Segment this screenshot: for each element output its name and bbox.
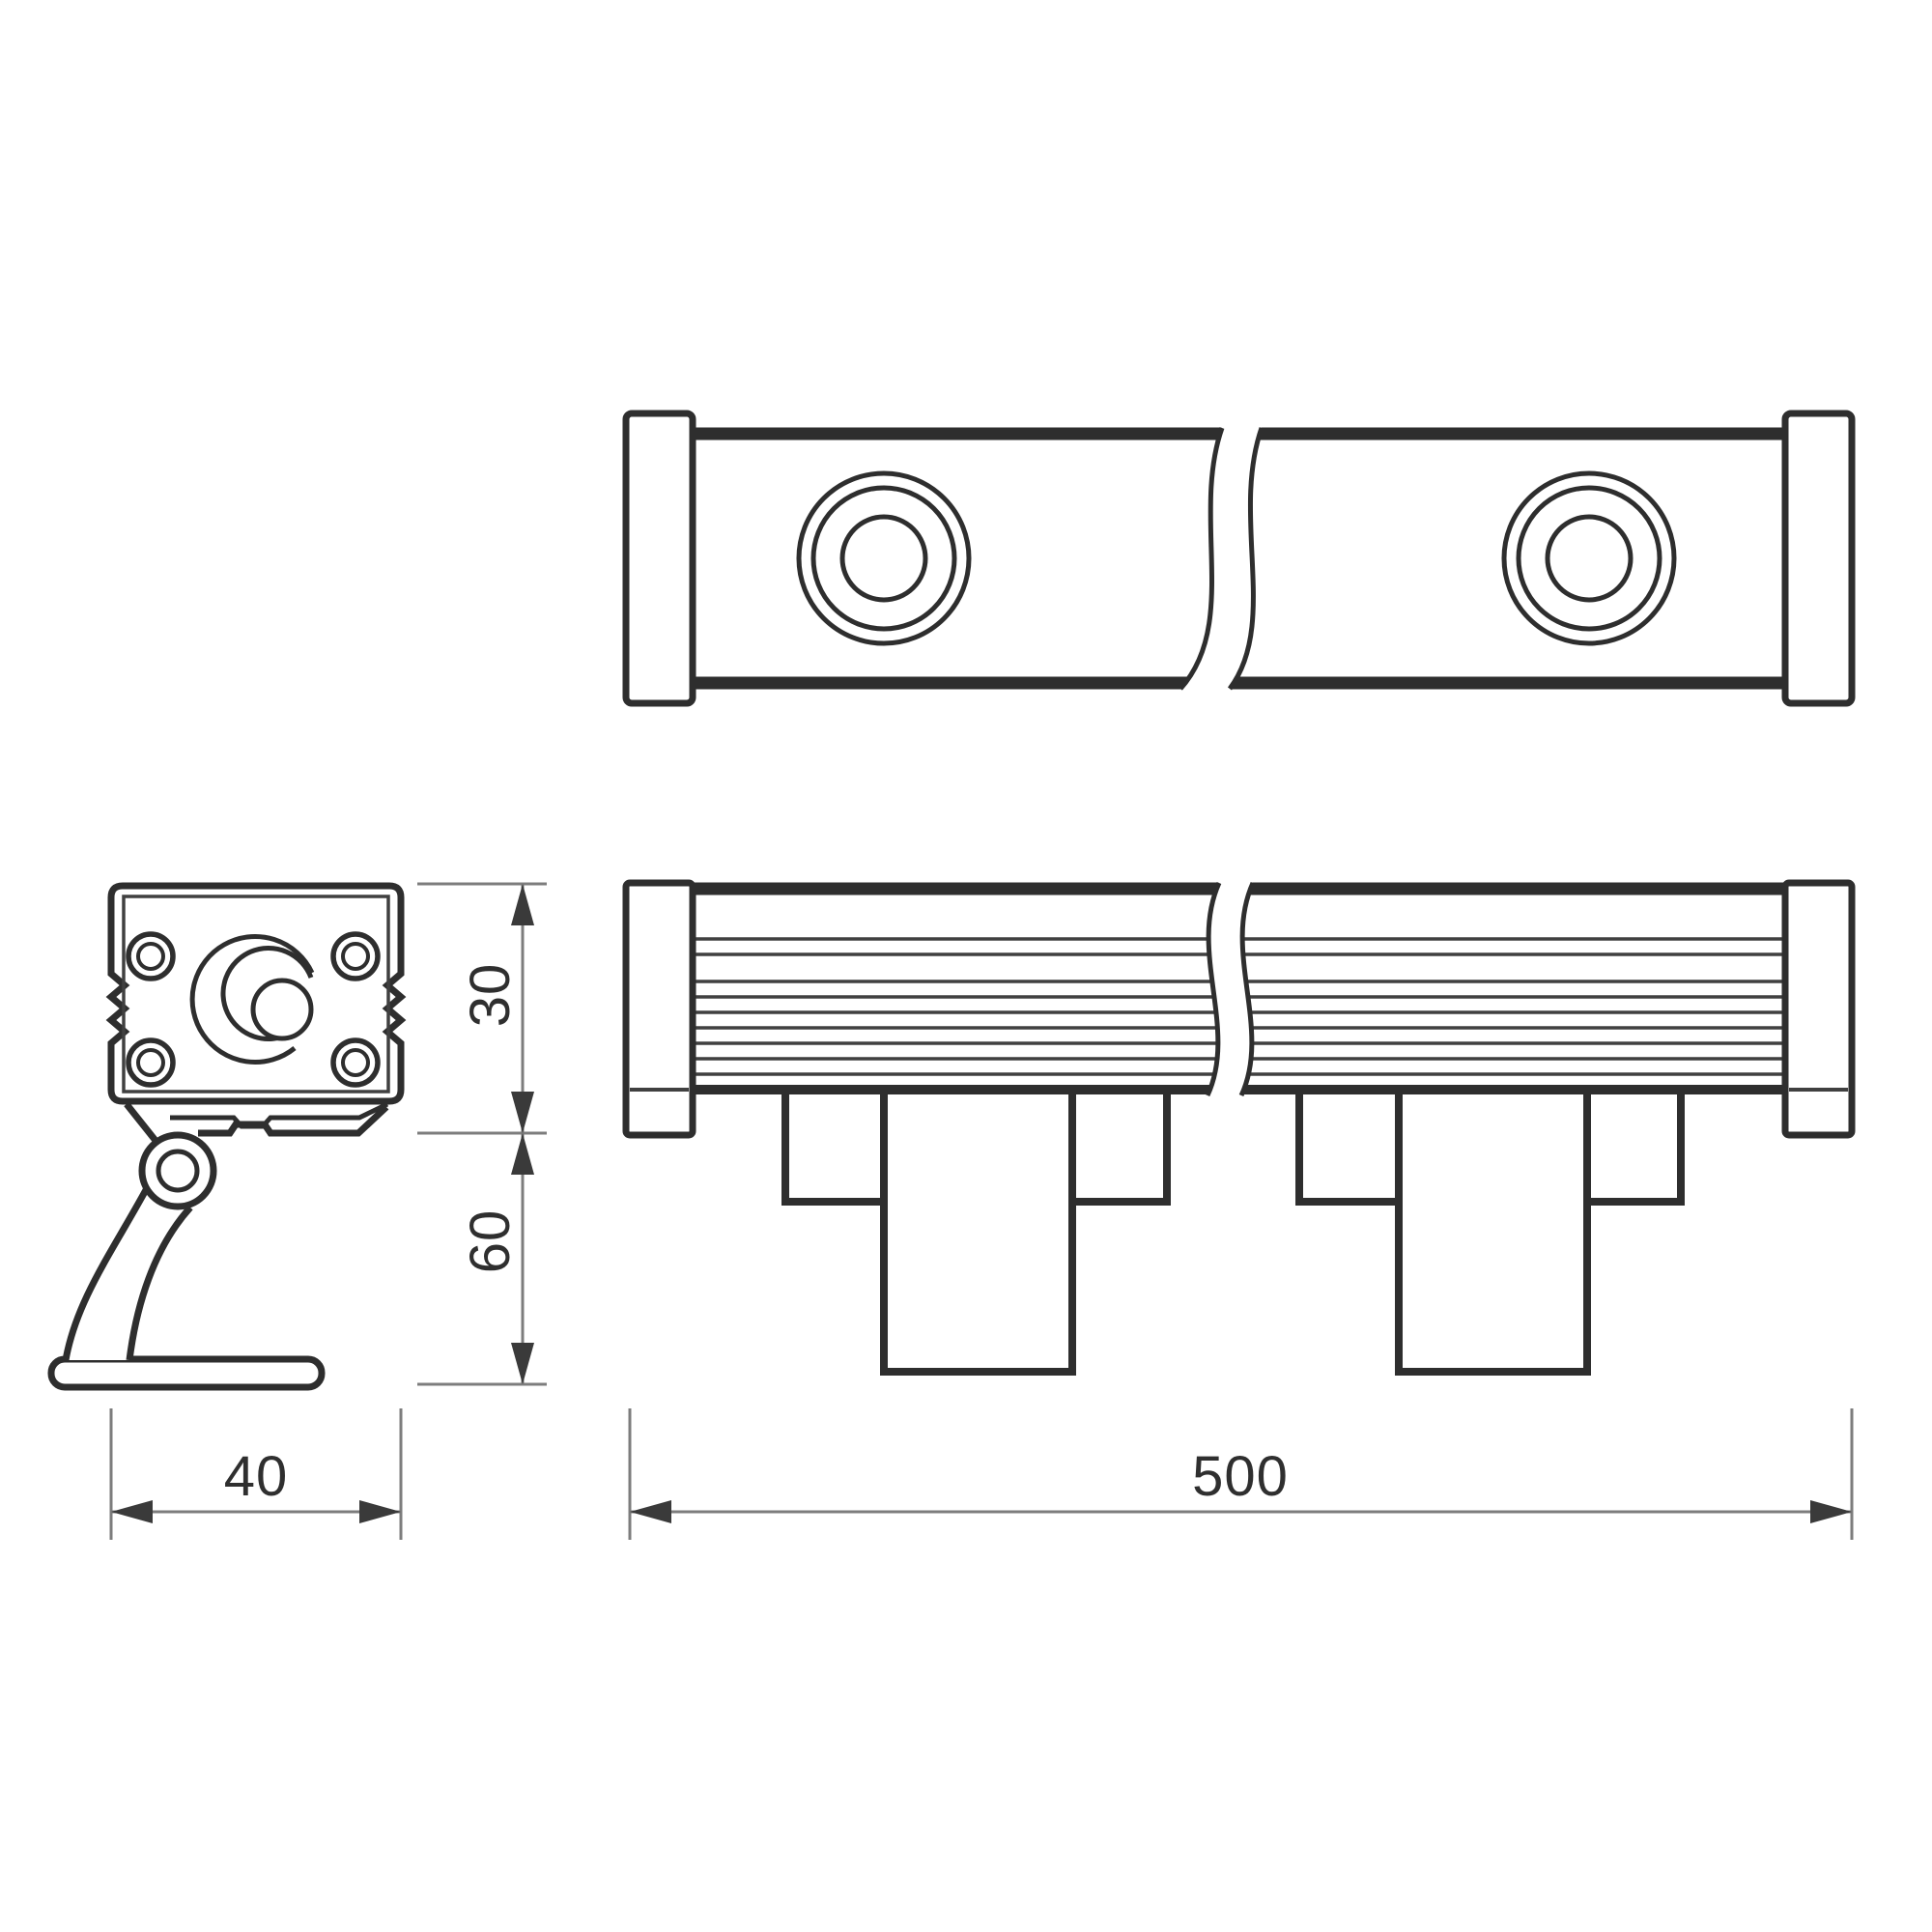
end-cap-right — [1781, 879, 1856, 1139]
lens-right — [1501, 470, 1677, 646]
screw-inner — [341, 942, 370, 971]
arrowhead-right-icon — [359, 1500, 401, 1523]
arrowhead-up-icon — [511, 884, 534, 925]
screw-inner — [136, 942, 165, 971]
foot-block — [880, 1090, 1076, 1376]
corner-screw-bottom-right — [330, 1037, 381, 1088]
lens-outer-ring — [796, 470, 972, 646]
dimension-annotations: 30 60 40 500 — [109, 882, 1854, 1540]
vertical-dimension: 30 60 — [417, 882, 547, 1386]
dim-label-body-height: 30 — [459, 963, 522, 1028]
end-cap-left — [622, 410, 696, 707]
end-cap-body — [1781, 879, 1856, 1139]
arrowhead-up-icon — [511, 1133, 534, 1175]
corner-screw-bottom-left — [126, 1037, 176, 1088]
lens-middle-ring — [810, 485, 957, 632]
foot-step — [781, 1090, 1171, 1206]
dim-label-overall-length: 500 — [1192, 1445, 1289, 1508]
side-elevation-view — [622, 879, 1856, 1376]
length-dimension: 500 — [628, 1408, 1854, 1540]
screw-outer — [330, 1037, 381, 1088]
lens-middle-ring — [1516, 485, 1662, 632]
arrowhead-down-icon — [511, 1343, 534, 1384]
foot-step — [1295, 1090, 1685, 1206]
lens-crescent-inner — [220, 945, 314, 1041]
arrowhead-left-icon — [111, 1500, 153, 1523]
arrowhead-down-icon — [511, 1092, 534, 1133]
bracket-arm — [62, 1186, 193, 1361]
end-cap-body — [622, 879, 696, 1139]
screw-outer — [126, 1037, 176, 1088]
led-chip-circle — [250, 978, 314, 1041]
lens-crescent-outer — [189, 933, 315, 1065]
bracket-plate-upper-edge — [170, 1101, 389, 1129]
cross-section-view — [47, 882, 407, 1391]
led-lens — [189, 933, 315, 1065]
lens-inner-ring — [839, 514, 928, 603]
pivot-inner — [156, 1149, 200, 1193]
arrowhead-left-icon — [630, 1500, 671, 1523]
housing-inner-wall — [122, 895, 390, 1094]
end-cap-left — [622, 879, 696, 1139]
screw-outer — [330, 931, 381, 981]
break-line-left — [1179, 427, 1225, 691]
dim-label-bracket-height: 60 — [459, 1209, 522, 1274]
foot-block — [1395, 1090, 1591, 1376]
lens-inner-ring — [1545, 514, 1634, 603]
bracket-plate-lower-edge — [198, 1104, 389, 1137]
break-line-right — [1238, 881, 1256, 1097]
corner-screw-top-left — [126, 931, 176, 981]
dim-label-body-width: 40 — [224, 1445, 289, 1508]
pivot-knob — [138, 1131, 217, 1210]
arrowhead-right-icon — [1810, 1500, 1852, 1523]
break-gap — [1180, 426, 1262, 691]
width-dimension: 40 — [109, 1408, 403, 1540]
mounting-foot-right — [1295, 1090, 1685, 1376]
screw-inner — [341, 1048, 370, 1077]
screw-inner — [136, 1048, 165, 1077]
end-cap-right — [1781, 410, 1856, 707]
front-view — [622, 410, 1856, 707]
break-line-right — [1227, 427, 1264, 691]
bracket-foot — [47, 1355, 326, 1391]
arm-inner-edge — [126, 1205, 193, 1361]
arm-fill — [66, 1188, 190, 1360]
mounting-foot-left — [781, 1090, 1171, 1376]
screw-outer — [126, 931, 176, 981]
lens-left — [796, 470, 972, 646]
arm-outer-edge — [62, 1186, 151, 1361]
break-line-left — [1205, 881, 1222, 1097]
corner-screw-top-right — [330, 931, 381, 981]
lens-outer-ring — [1501, 470, 1677, 646]
